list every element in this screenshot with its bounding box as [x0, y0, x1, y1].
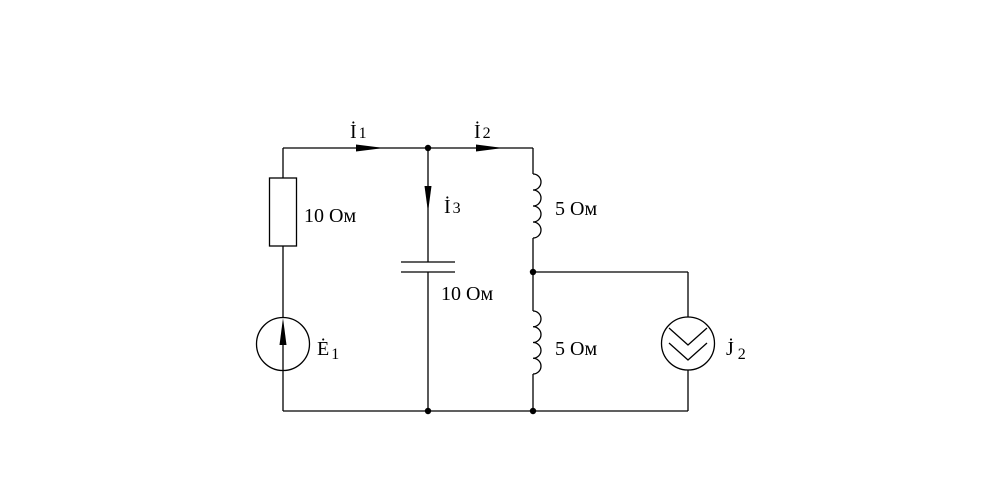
inductor-l2 [532, 310, 542, 375]
inductor-l2-value: 5 Ом [555, 338, 597, 360]
capacitor-c1 [401, 261, 455, 273]
current-source-circle [660, 316, 716, 371]
junction-node [424, 407, 432, 415]
voltage-source-arrow-head [279, 318, 287, 345]
inductor-l1 [532, 173, 542, 239]
source-j2-label: J̇2 [726, 336, 746, 363]
resistor-r1-value: 10 Ом [304, 205, 356, 227]
junction-node [529, 407, 537, 415]
capacitor-c1-value: 10 Ом [441, 283, 493, 305]
current-i2-arrow [476, 144, 503, 152]
current-i3-arrow [424, 186, 432, 212]
wires [282, 147, 689, 412]
current-i1-arrow [356, 144, 384, 152]
current-source-chevron-lower [668, 342, 708, 361]
junction-node [424, 144, 432, 152]
resistor-r1 [268, 177, 298, 247]
voltage-source-e1 [255, 316, 311, 372]
inductor-l1-value: 5 Ом [555, 198, 597, 220]
current-source-chevron-upper [668, 327, 708, 346]
current-source-j2 [660, 316, 716, 371]
junctions [424, 144, 537, 415]
junction-node [529, 268, 537, 276]
